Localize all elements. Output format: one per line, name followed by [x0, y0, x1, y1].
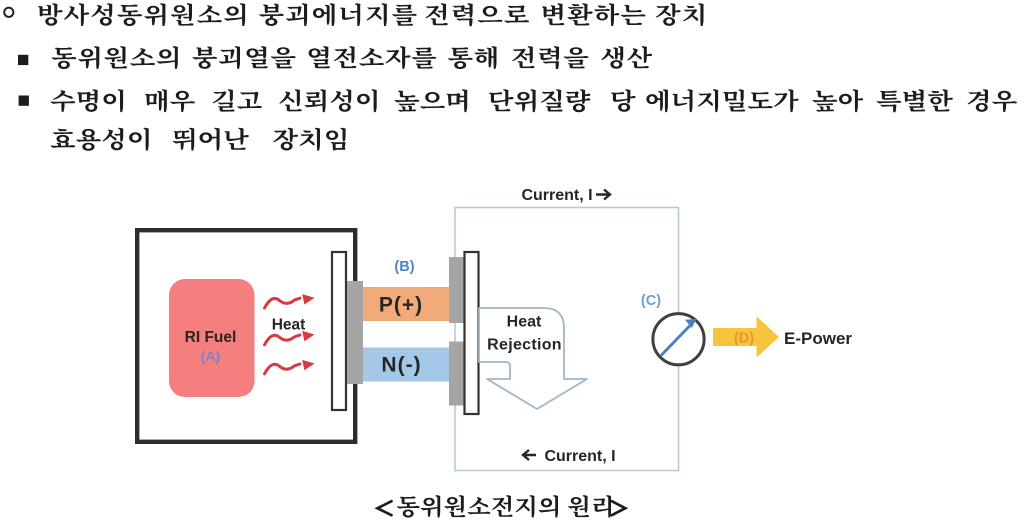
svg-text:(D): (D): [734, 331, 754, 347]
svg-text:Heat: Heat: [272, 317, 306, 334]
svg-text:Current, I: Current, I: [544, 448, 615, 465]
svg-text:Rejection: Rejection: [487, 337, 562, 354]
svg-text:Heat: Heat: [507, 314, 542, 331]
svg-text:Current, I: Current, I: [521, 187, 592, 204]
svg-text:E-Power: E-Power: [784, 329, 852, 348]
svg-text:(B): (B): [394, 259, 414, 275]
svg-text:P(+): P(+): [379, 294, 423, 317]
svg-text:(A): (A): [201, 348, 220, 364]
svg-text:(C): (C): [641, 293, 661, 309]
svg-text:N(-): N(-): [381, 354, 421, 377]
svg-text:RI Fuel: RI Fuel: [185, 329, 237, 346]
